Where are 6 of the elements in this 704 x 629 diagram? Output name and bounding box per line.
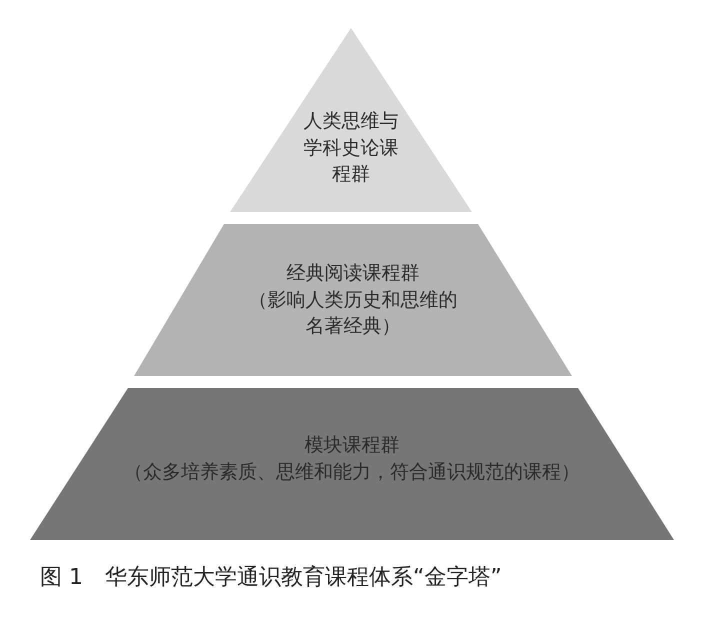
tier-title: 模块课程群: [304, 433, 400, 458]
tier-title: 人类思维与学科史论课程群: [304, 109, 398, 188]
tier-description: （众多培养素质、思维和能力，符合通识规范的课程）: [123, 460, 581, 485]
tier-title: 经典阅读课程群: [286, 261, 420, 286]
figure-caption: 图 1 华东师范大学通识教育课程体系“金字塔”: [40, 564, 502, 592]
tier-description: （影响人类历史和思维的名著经典）: [247, 288, 458, 340]
